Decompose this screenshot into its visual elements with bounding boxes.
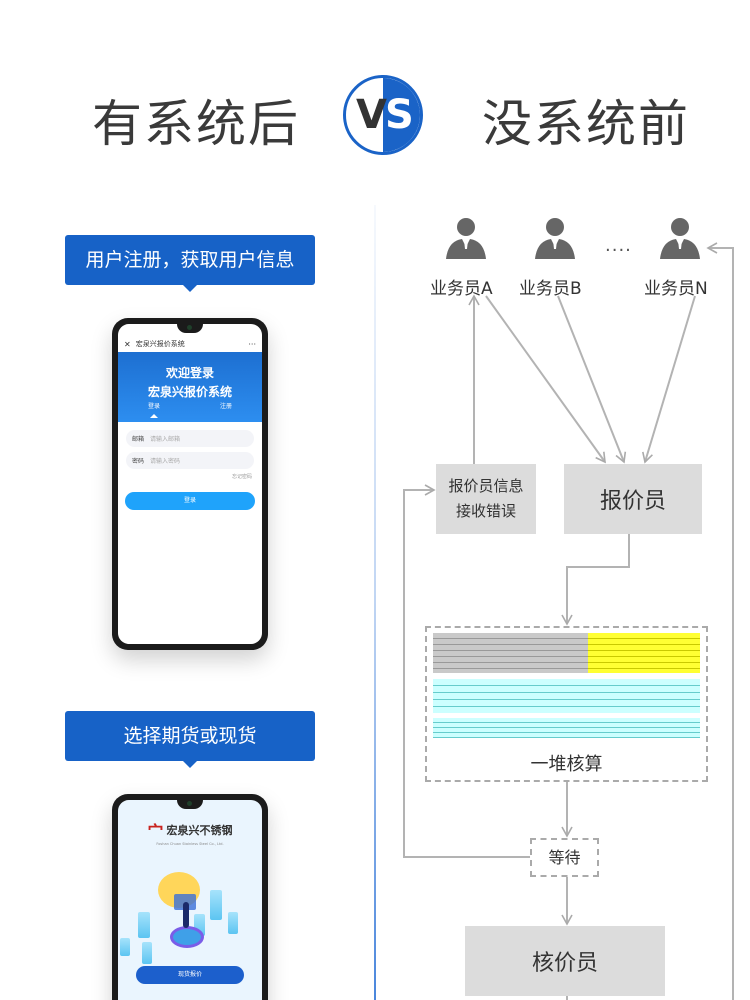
spot-quote-button[interactable]: 现货报价 (136, 966, 244, 984)
calculation-label: 一堆核算 (530, 754, 603, 775)
banner-line2: 宏泉兴报价系统 (147, 385, 232, 399)
more-icon[interactable]: ··· (248, 339, 256, 349)
quoter-error-box: 报价员信息 接收错误 (436, 464, 536, 534)
app-nav-bar: ✕ 宏泉兴报价系统 ··· (118, 336, 262, 352)
step-register-tag: 用户注册，获取用户信息 (65, 235, 315, 292)
forgot-password-link[interactable]: 忘记密码 (231, 474, 252, 480)
email-label: 邮箱 (132, 436, 145, 443)
sheet-top-rows (433, 633, 700, 673)
login-button[interactable]: 登录 (125, 492, 255, 510)
salesperson-a-label: 业务员A (430, 279, 493, 299)
login-tabs: 登录 注册 (118, 401, 262, 418)
more-salespeople-ellipsis: ···· (605, 240, 632, 261)
data-column-icon (194, 914, 205, 936)
data-column-icon (142, 942, 152, 964)
arrow-salesB-to-quoter (557, 295, 627, 464)
phone-notch (177, 800, 203, 809)
logo-subtitle: Foshan Chuan Stainless Steel Co., Ltd. (156, 842, 224, 846)
sheet-mid-rows (433, 679, 700, 713)
data-column-icon (120, 938, 130, 956)
close-icon[interactable]: ✕ (124, 339, 131, 349)
calculation-pile-box: 一堆核算 (425, 626, 708, 782)
banner-line1: 欢迎登录 (165, 366, 214, 380)
vs-badge: V S (343, 75, 423, 155)
password-field[interactable]: 密码 请输入密码 (126, 452, 254, 469)
wait-box: 等待 (530, 838, 599, 877)
price-checker-box: 核价员 (465, 926, 665, 996)
quoter-box: 报价员 (564, 464, 702, 534)
arrow-return-to-salesN (706, 242, 734, 1000)
error-box-line2: 接收错误 (455, 502, 516, 520)
vs-badge-blue-half (383, 78, 420, 152)
salesperson-b-label: 业务员B (519, 279, 582, 299)
data-illustration (118, 854, 262, 974)
phone-login-mockup: ✕ 宏泉兴报价系统 ··· 欢迎登录 宏泉兴报价系统 登录 注册 邮箱 请输入邮… (112, 318, 268, 650)
arrow-quoter-to-calc (561, 534, 630, 626)
data-column-icon (228, 912, 238, 934)
app-nav-title: 宏泉兴报价系统 (135, 340, 185, 348)
password-label: 密码 (132, 458, 145, 465)
tab-login[interactable]: 登录 (118, 401, 190, 418)
person-figure-icon (183, 902, 189, 928)
email-field[interactable]: 邮箱 请输入邮箱 (126, 430, 254, 447)
data-column-icon (138, 912, 150, 938)
logo-mark-icon: 宀 (147, 822, 164, 841)
salesperson-icon (660, 218, 700, 259)
salesperson-icon (446, 218, 486, 259)
step-select-type-tag: 选择期货或现货 (65, 711, 315, 768)
company-logo: 宀 宏泉兴不锈钢 (118, 818, 262, 842)
without-system-title: 没系统前 (482, 95, 690, 153)
phone-notch (177, 324, 203, 333)
tab-register[interactable]: 注册 (219, 403, 232, 410)
arrow-salesN-to-quoter (642, 295, 696, 464)
data-column-icon (210, 890, 222, 920)
sheet-bottom-rows (433, 718, 700, 738)
logo-name: 宏泉兴不锈钢 (166, 824, 233, 837)
phone-select-mockup: 宀 宏泉兴不锈钢 Foshan Chuan Stainless Steel Co… (112, 794, 268, 1000)
with-system-title: 有系统后 (92, 95, 300, 153)
welcome-banner: 欢迎登录 宏泉兴报价系统 登录 注册 (118, 352, 262, 422)
arrow-salesA-to-quoter (485, 295, 606, 464)
column-divider (374, 205, 376, 1000)
vs-letter-s: S (385, 92, 414, 138)
vs-letter-v: V (356, 92, 387, 138)
salesperson-n-label: 业务员N (644, 279, 708, 299)
platform-icon (170, 926, 204, 948)
password-placeholder: 请输入密码 (150, 458, 181, 465)
salesperson-icon (535, 218, 575, 259)
error-box-line1: 报价员信息 (448, 477, 524, 495)
spreadsheet-thumbnail (433, 633, 700, 738)
phone-login-screen: ✕ 宏泉兴报价系统 ··· 欢迎登录 宏泉兴报价系统 登录 注册 邮箱 请输入邮… (118, 324, 262, 644)
email-placeholder: 请输入邮箱 (150, 436, 181, 443)
phone-select-screen: 宀 宏泉兴不锈钢 Foshan Chuan Stainless Steel Co… (118, 800, 262, 1000)
